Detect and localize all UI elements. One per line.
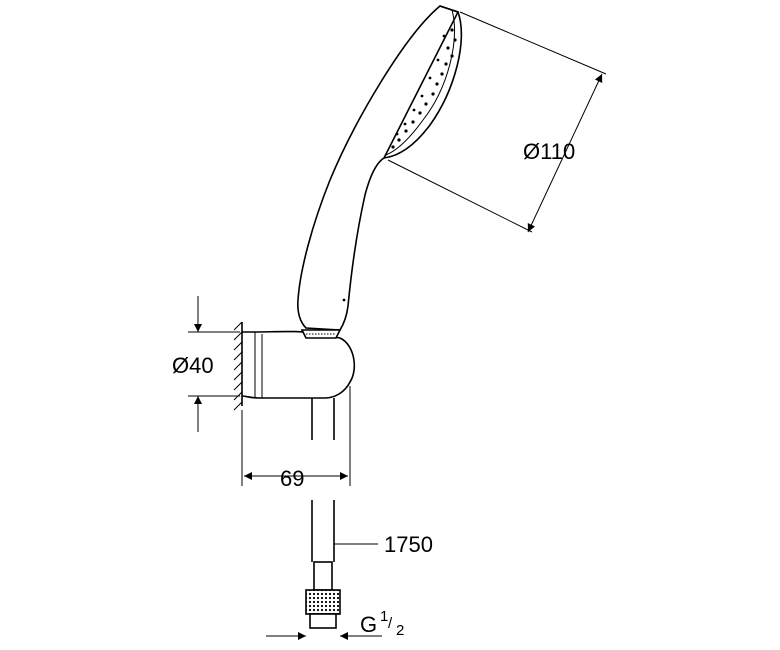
holder-depth-label: 69 xyxy=(280,466,304,491)
svg-text:G: G xyxy=(360,612,377,637)
svg-text:/: / xyxy=(388,615,393,632)
hose-sleeve xyxy=(313,561,333,591)
spray-face xyxy=(383,5,463,159)
holder-body xyxy=(241,330,356,399)
head-diameter-label: Ø110 xyxy=(523,139,575,164)
knurled-nut xyxy=(305,589,341,615)
spray-face-inner xyxy=(385,9,455,156)
svg-text:2: 2 xyxy=(396,622,404,639)
shower-handle-outline xyxy=(297,5,460,331)
dim-holder-depth xyxy=(241,386,351,486)
hose-length-label: 1750 xyxy=(384,532,433,557)
dim-holder-diameter xyxy=(188,296,240,432)
holder-diameter-label: Ø40 xyxy=(172,353,214,378)
handle-detail xyxy=(342,298,346,302)
hand-shower xyxy=(297,5,463,331)
dim-head-diameter xyxy=(387,11,607,233)
hose-end xyxy=(305,500,341,629)
spray-nozzles xyxy=(391,28,457,149)
wall-holder xyxy=(233,321,356,440)
svg-text:1: 1 xyxy=(380,608,388,625)
thread-label: G 1 / 2 xyxy=(360,608,404,639)
wall-hatch xyxy=(233,321,243,411)
